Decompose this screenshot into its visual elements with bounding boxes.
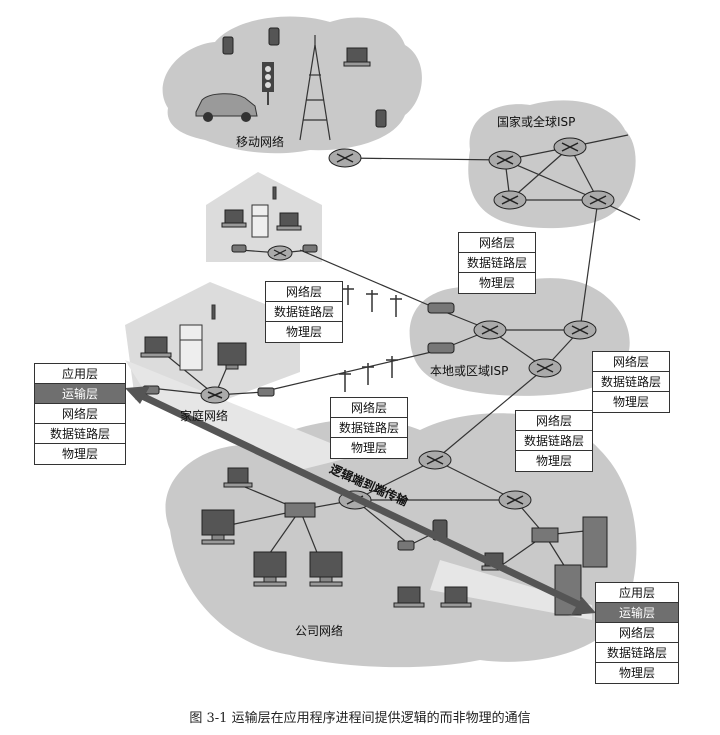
logical-transport-arrow bbox=[125, 386, 596, 615]
layer-link: 数据链路层 bbox=[266, 302, 342, 322]
routers bbox=[200, 137, 615, 510]
router bbox=[498, 490, 532, 510]
national-isp-label: 国家或全球ISP bbox=[497, 115, 576, 129]
layer-network: 网络层 bbox=[459, 233, 535, 253]
router bbox=[528, 358, 562, 378]
layer-link: 数据链路层 bbox=[459, 253, 535, 273]
layer-physical: 物理层 bbox=[61, 447, 98, 461]
refrigerators bbox=[179, 186, 277, 371]
laptops bbox=[140, 47, 507, 608]
router bbox=[200, 386, 230, 404]
layer-transport: 运输层 bbox=[35, 384, 125, 404]
cell-tower bbox=[299, 35, 331, 141]
router-stack-local-isp: 网络层 数据链路层 物理层 bbox=[592, 351, 670, 413]
enterprise-switch bbox=[531, 527, 559, 543]
layer-physical: 物理层 bbox=[618, 666, 655, 680]
layer-link: 数据链路层 bbox=[596, 643, 678, 663]
layer-application: 应用层 bbox=[596, 583, 678, 603]
router bbox=[473, 320, 507, 340]
router-stack-home: 网络层 数据链路层 物理层 bbox=[265, 281, 343, 343]
desktops bbox=[201, 342, 343, 587]
local-isp-label: 本地或区域ISP bbox=[430, 364, 509, 378]
layer-network: 网络层 bbox=[516, 411, 592, 431]
local-isp-cloud bbox=[409, 278, 630, 396]
router bbox=[328, 148, 362, 168]
traffic-light bbox=[262, 62, 274, 105]
mobile-network-label: 移动网络 bbox=[236, 135, 285, 149]
layer-link: 数据链路层 bbox=[593, 372, 669, 392]
router-stack-access: 网络层 数据链路层 物理层 bbox=[330, 397, 408, 459]
layer-link: 数据链路层 bbox=[35, 424, 125, 444]
router-stack-isp: 网络层 数据链路层 物理层 bbox=[458, 232, 536, 294]
layer-physical: 物理层 bbox=[285, 325, 322, 339]
layer-physical: 物理层 bbox=[535, 454, 572, 468]
figure-caption: 图 3-1 运输层在应用程序进程间提供逻辑的而非物理的通信 bbox=[189, 711, 531, 726]
modems bbox=[142, 244, 455, 551]
router bbox=[563, 320, 597, 340]
router bbox=[267, 245, 293, 261]
router bbox=[418, 450, 452, 470]
layer-physical: 物理层 bbox=[478, 276, 515, 290]
home-house bbox=[125, 282, 300, 400]
transport-wedge-right bbox=[430, 560, 592, 620]
enterprise-network-label: 公司网络 bbox=[295, 624, 344, 638]
layer-link: 数据链路层 bbox=[516, 431, 592, 451]
layer-physical: 物理层 bbox=[350, 441, 387, 455]
layer-network: 网络层 bbox=[596, 623, 678, 643]
router bbox=[493, 190, 527, 210]
layer-link: 数据链路层 bbox=[331, 418, 407, 438]
layer-network: 网络层 bbox=[35, 404, 125, 424]
router-stack-enterprise: 网络层 数据链路层 物理层 bbox=[515, 410, 593, 472]
mobile-network-cloud bbox=[162, 16, 422, 154]
layer-network: 网络层 bbox=[331, 398, 407, 418]
layer-physical: 物理层 bbox=[612, 395, 649, 409]
host-stack-left: 应用层 运输层 网络层 数据链路层 物理层 bbox=[34, 363, 126, 465]
home-network-label: 家庭网络 bbox=[180, 409, 229, 423]
layer-transport: 运输层 bbox=[596, 603, 678, 623]
car-icon bbox=[195, 93, 258, 122]
layer-network: 网络层 bbox=[266, 282, 342, 302]
host-stack-right: 应用层 运输层 网络层 数据链路层 物理层 bbox=[595, 582, 679, 684]
transport-wedge-left bbox=[125, 360, 360, 470]
layer-network: 网络层 bbox=[593, 352, 669, 372]
layer-application: 应用层 bbox=[35, 364, 125, 384]
router bbox=[581, 190, 615, 210]
router bbox=[488, 150, 522, 170]
router bbox=[553, 137, 587, 157]
mobile-phones bbox=[222, 27, 387, 128]
utility-poles bbox=[339, 285, 402, 392]
ethernet-switch bbox=[284, 502, 316, 518]
